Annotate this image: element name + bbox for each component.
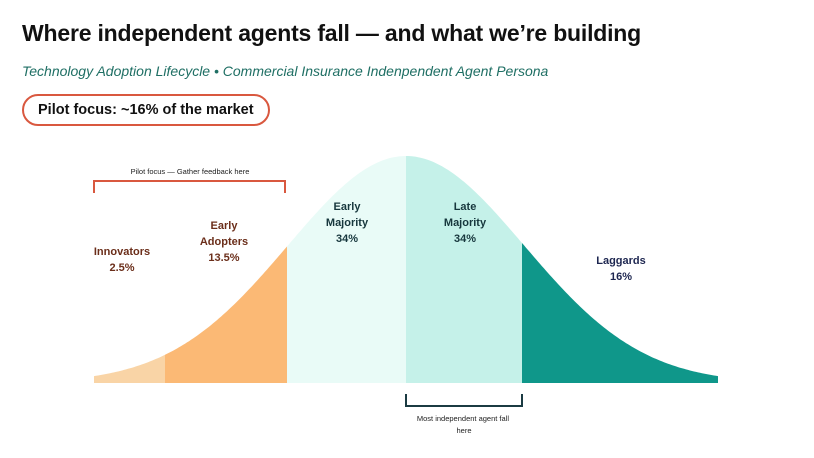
segment-share-late-majority: 34% (454, 233, 476, 245)
segment-name-laggards: Laggards (596, 255, 646, 267)
early-adopters-segment (165, 246, 287, 383)
segment-name-innovators: Innovators (94, 246, 150, 258)
segment-label-innovators: Innovators 2.5% (94, 246, 150, 274)
segment-share-laggards: 16% (610, 271, 632, 283)
majority-bracket-label: Most independent agent fall here (417, 414, 511, 435)
bell-curve (94, 156, 718, 383)
segment-name-early-adopters: Adopters (200, 236, 248, 248)
majority-bracket-label-line-2: here (456, 426, 471, 435)
pilot-focus-badge: Pilot focus: ~16% of the market (22, 94, 270, 126)
early-majority-segment (287, 156, 406, 383)
segment-label-laggards: Laggards 16% (596, 255, 646, 283)
segment-name-early-majority: Majority (326, 217, 369, 229)
page-subtitle: Technology Adoption Lifecycle • Commerci… (22, 63, 549, 79)
pilot-bracket-label: Pilot focus — Gather feedback here (131, 167, 250, 176)
pilot-focus-bracket: Pilot focus — Gather feedback here (93, 167, 286, 193)
innovators-segment (94, 354, 165, 383)
segment-share-early-adopters: 13.5% (208, 252, 239, 264)
majority-bracket-label-line-1: Most independent agent fall (417, 414, 509, 423)
majority-bracket-line (405, 394, 523, 407)
majority-bracket: Most independent agent fall here (405, 394, 523, 435)
late-majority-segment (406, 156, 522, 383)
segment-share-early-majority: 34% (336, 233, 358, 245)
segment-share-innovators: 2.5% (109, 262, 134, 274)
laggards-segment (522, 243, 718, 383)
segment-name-early-majority: Early (334, 201, 362, 213)
pilot-bracket-line (93, 180, 286, 193)
segment-name-late-majority: Majority (444, 217, 487, 229)
page-title: Where independent agents fall — and what… (22, 20, 642, 46)
segment-name-late-majority: Late (454, 201, 477, 213)
segment-name-early-adopters: Early (211, 220, 239, 232)
